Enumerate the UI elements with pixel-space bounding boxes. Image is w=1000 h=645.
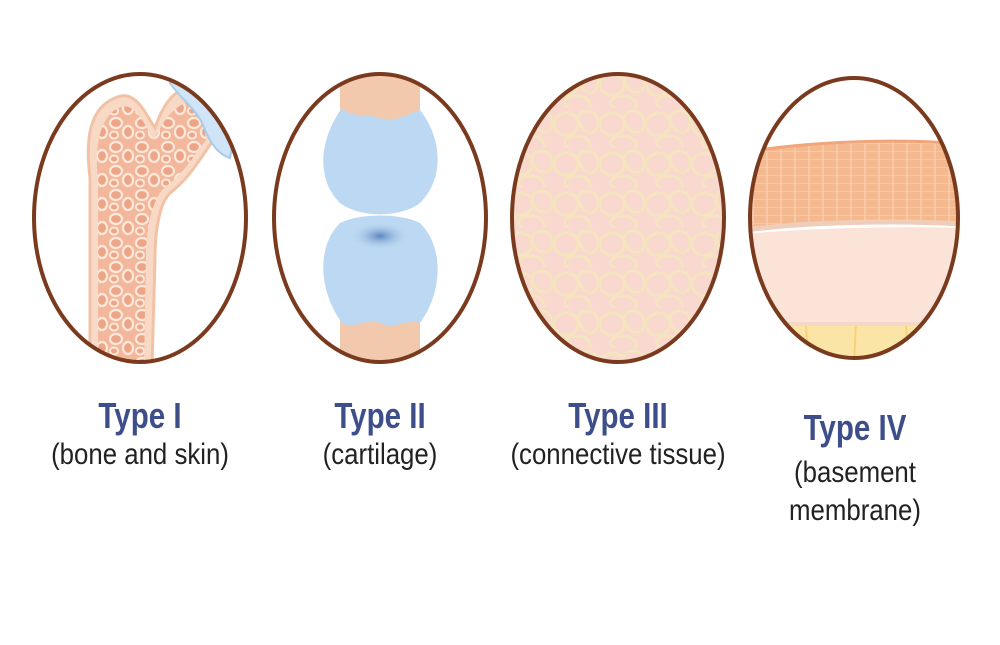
type-3-title: Type III xyxy=(568,395,668,436)
basement-membrane-icon xyxy=(748,76,960,360)
type-4-description-line-2: membrane) xyxy=(789,494,921,527)
cartilage-joint-icon xyxy=(272,72,488,364)
bone-icon xyxy=(32,72,248,364)
type-4-title: Type IV xyxy=(803,407,907,448)
type-1-title: Type I xyxy=(98,395,182,436)
type-2-description: (cartilage) xyxy=(322,438,438,471)
type-4-description-line-1: (basement xyxy=(794,456,916,489)
type-3-description: (connective tissue) xyxy=(510,438,726,471)
connective-tissue-icon xyxy=(510,72,726,364)
type-1-description: (bone and skin) xyxy=(51,438,229,471)
type-2-title: Type II xyxy=(334,395,426,436)
